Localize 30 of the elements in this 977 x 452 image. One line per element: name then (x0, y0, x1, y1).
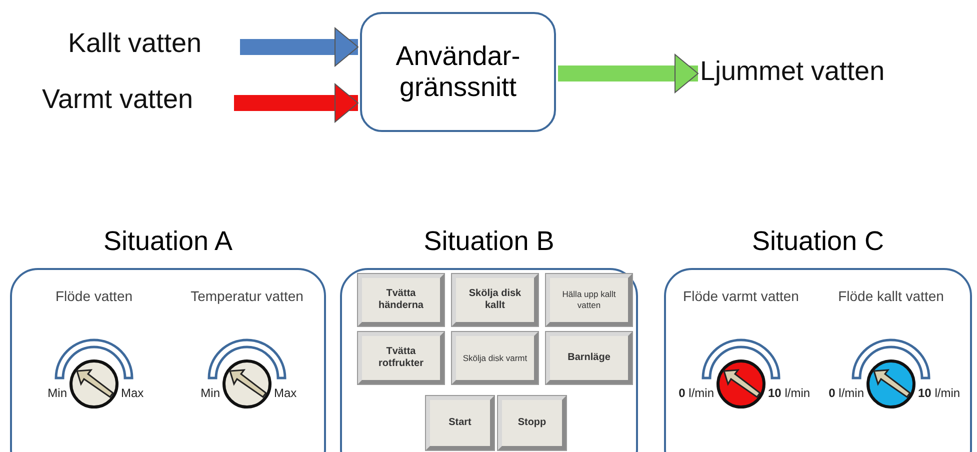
push-button: Start (426, 396, 494, 450)
dial-caption: Flöde kallt vatten (837, 288, 945, 304)
panel-heading: Situation C (750, 226, 886, 257)
block-arrow (234, 84, 358, 122)
block-arrow (240, 28, 358, 66)
scale-min-label: Min (48, 386, 67, 400)
block-arrow (558, 54, 698, 93)
flow-label: Ljummet vatten (700, 56, 940, 94)
panel-heading: Situation B (422, 226, 556, 257)
dial-caption: Flöde varmt vatten (682, 288, 800, 304)
scale-min-label: 0 l/min (828, 386, 864, 400)
scale-min-label: Min (200, 386, 220, 400)
scale-max-label: 10 l/min (918, 386, 960, 400)
flow-label: Kallt vatten (68, 28, 238, 66)
flow-label: Varmt vatten (42, 84, 232, 122)
dial-caption: Flöde vatten (54, 288, 134, 304)
scale-min-label: 0 l/min (678, 386, 714, 400)
scale-max-label: Max (274, 386, 297, 400)
push-button: Tvätta rotfrukter (358, 332, 444, 384)
push-button: Skölja disk varmt (452, 332, 538, 384)
push-button: Tvätta händerna (358, 274, 444, 326)
scale-max-label: 10 l/min (768, 386, 810, 400)
push-button: Hälla upp kallt vatten (546, 274, 632, 326)
panel-heading: Situation A (102, 226, 234, 257)
push-button: Skölja disk kallt (452, 274, 538, 326)
process-box: Användar-gränssnitt (360, 12, 556, 132)
dial-caption: Temperatur vatten (190, 288, 304, 304)
push-button: Stopp (498, 396, 566, 450)
scale-max-label: Max (121, 386, 144, 400)
push-button: Barnläge (546, 332, 632, 384)
